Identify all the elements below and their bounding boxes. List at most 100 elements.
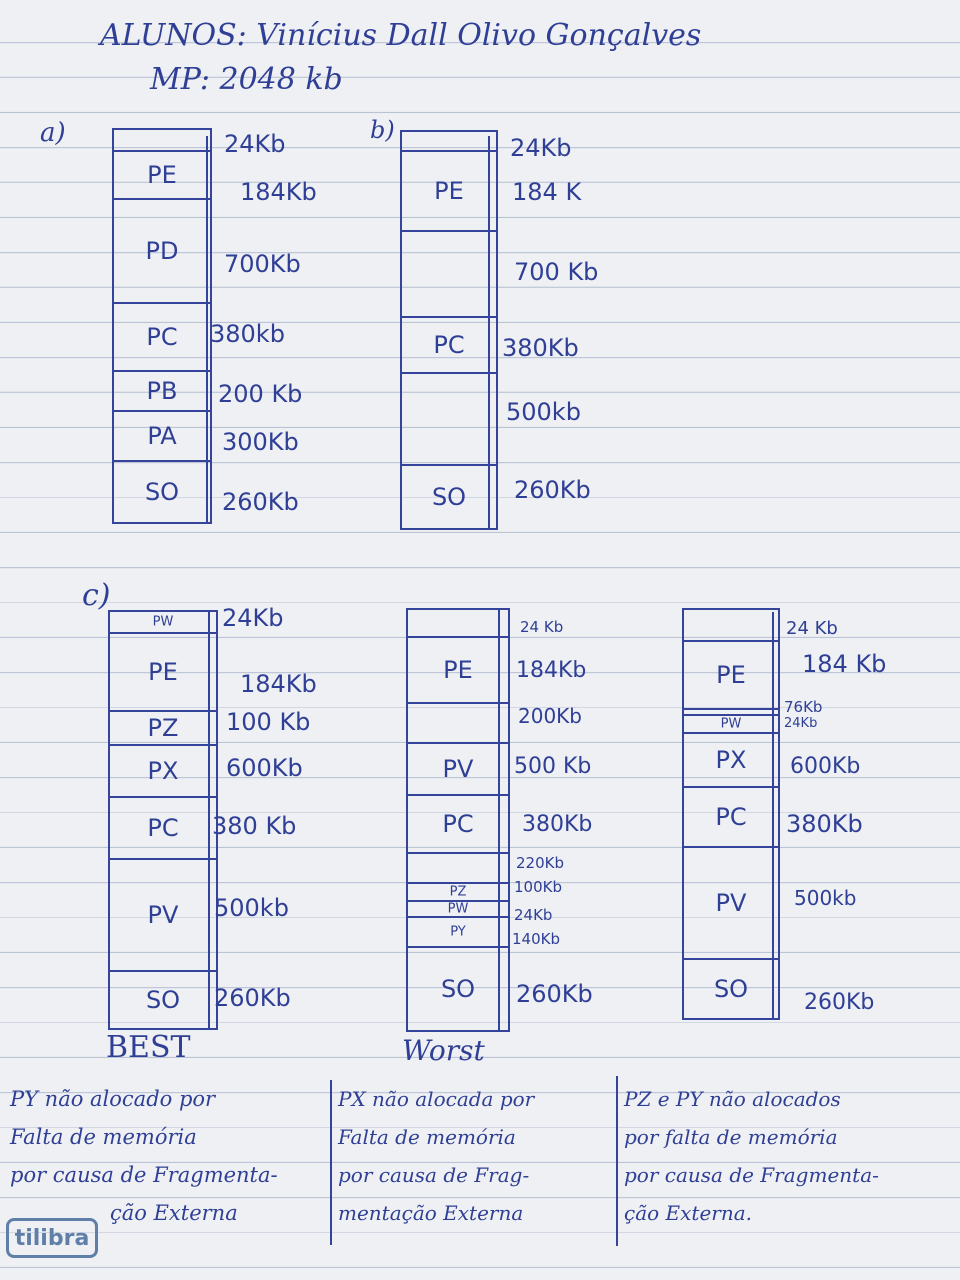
block-first-3: PW <box>684 716 778 734</box>
size-b-1: 184 K <box>512 178 582 206</box>
size-worst-6: 100Kb <box>514 878 562 896</box>
block-b-0 <box>402 132 496 152</box>
size-first-4: 600Kb <box>790 754 861 779</box>
size-worst-2: 200Kb <box>518 704 582 728</box>
block-first-0 <box>684 610 778 642</box>
note-worst-line-3: por causa de Frag- <box>338 1163 530 1187</box>
block-worst-4: PC <box>408 796 508 854</box>
size-first-2: 76Kb <box>784 698 823 716</box>
size-a-5: 300Kb <box>222 428 299 456</box>
note-first-line-1: PZ e PY não alocados <box>624 1087 841 1111</box>
note-best-line-2: Falta de memória <box>10 1125 197 1149</box>
block-b-5: SO <box>431 483 467 511</box>
size-worst-5: 220Kb <box>516 854 564 872</box>
block-first-6: PV <box>684 848 778 960</box>
note-best-line-1: PY não alocado por <box>10 1087 216 1111</box>
size-worst-9: 260Kb <box>516 980 593 1008</box>
block-best-5: PV <box>110 860 216 972</box>
divider-worst <box>498 610 500 1032</box>
size-worst-1: 184Kb <box>516 658 587 683</box>
size-a-2: 700Kb <box>224 250 301 278</box>
memory-diagram-a: PE PD PC PB PA SO <box>112 128 212 524</box>
block-a-5: PA <box>114 412 210 462</box>
size-best-3: 600Kb <box>226 754 303 782</box>
size-a-1: 184Kb <box>240 178 317 206</box>
memory-diagram-worst: PE PV PC PZ PW PY SO <box>406 608 510 1032</box>
divider-a <box>206 136 208 524</box>
block-worst-2 <box>408 704 508 744</box>
size-best-5: 500kb <box>214 894 289 922</box>
block-worst-0 <box>408 610 508 638</box>
students-line: ALUNOS: Vinícius Dall Olivo Gonçalves <box>100 18 702 53</box>
size-first-3: 24Kb <box>784 716 818 731</box>
size-best-6: 260Kb <box>214 984 291 1012</box>
block-best-6: SO <box>145 986 181 1014</box>
note-best-line-4: ção Externa <box>110 1201 238 1225</box>
main-memory-line: MP: 2048 kb <box>150 62 343 97</box>
tilibra-logo: tilibra <box>6 1218 98 1258</box>
block-best-2: PZ <box>110 712 216 746</box>
block-worst-5 <box>408 854 508 884</box>
block-first-5: PC <box>684 788 778 848</box>
note-worst: PX não alocada por Falta de memória por … <box>338 1080 534 1232</box>
block-a-1: PE <box>114 152 210 200</box>
size-first-0: 24 Kb <box>786 618 838 639</box>
block-worst-6: PZ <box>408 884 508 902</box>
block-first-4: PX <box>684 734 778 788</box>
divider-best <box>208 612 210 1030</box>
size-a-0: 24Kb <box>224 130 286 158</box>
size-worst-8: 140Kb <box>512 930 560 948</box>
size-best-1: 184Kb <box>240 670 317 698</box>
size-b-5: 260Kb <box>514 476 591 504</box>
block-worst-9: SO <box>440 975 476 1003</box>
block-first-7: SO <box>713 975 749 1003</box>
block-worst-8: PY <box>408 918 508 948</box>
size-a-3: 380kb <box>210 320 285 348</box>
section-c-label: c) <box>82 578 111 613</box>
block-a-3: PC <box>114 304 210 372</box>
divider-b <box>488 136 490 530</box>
note-worst-line-2: Falta de memória <box>338 1125 516 1149</box>
size-first-5: 380Kb <box>786 810 863 838</box>
size-a-6: 260Kb <box>222 488 299 516</box>
note-best-line-3: por causa de Fragmenta- <box>10 1163 278 1187</box>
block-b-3: PC <box>402 318 496 374</box>
size-b-3: 380Kb <box>502 334 579 362</box>
memory-diagram-best: PW PE PZ PX PC PV SO <box>108 610 218 1030</box>
block-best-1: PE <box>110 634 216 712</box>
block-first-1: PE <box>684 642 778 710</box>
note-first-line-4: ção Externa. <box>624 1201 752 1225</box>
block-first-2 <box>684 710 778 716</box>
block-b-4 <box>402 374 496 466</box>
note-worst-line-4: mentação Externa <box>338 1201 524 1225</box>
size-first-6: 500kb <box>794 886 857 910</box>
note-best: PY não alocado por Falta de memória por … <box>10 1080 278 1232</box>
size-worst-7: 24Kb <box>514 906 553 924</box>
best-caption: BEST <box>106 1030 191 1065</box>
block-b-1: PE <box>402 152 496 232</box>
size-best-4: 380 Kb <box>212 812 297 840</box>
section-b-label: b) <box>370 116 395 144</box>
memory-diagram-b: PE PC SO <box>400 130 498 530</box>
block-best-0: PW <box>110 612 216 634</box>
size-best-0: 24Kb <box>222 604 284 632</box>
size-worst-4: 380Kb <box>522 812 593 837</box>
size-b-2: 700 Kb <box>514 258 599 286</box>
block-best-4: PC <box>110 798 216 860</box>
block-a-4: PB <box>114 372 210 412</box>
section-a-label: a) <box>40 118 66 148</box>
worst-caption: Worst <box>402 1034 485 1067</box>
block-a-6: SO <box>144 478 180 506</box>
block-worst-1: PE <box>408 638 508 704</box>
divider-first <box>772 612 774 1020</box>
note-first-line-2: por falta de memória <box>624 1125 838 1149</box>
memory-diagram-first: PE PW PX PC PV SO <box>682 608 780 1020</box>
note-divider-2 <box>616 1076 618 1246</box>
size-b-4: 500kb <box>506 398 581 426</box>
size-a-4: 200 Kb <box>218 380 303 408</box>
block-b-2 <box>402 232 496 318</box>
block-worst-7: PW <box>408 902 508 918</box>
size-best-2: 100 Kb <box>226 708 311 736</box>
size-worst-0: 24 Kb <box>520 618 564 636</box>
